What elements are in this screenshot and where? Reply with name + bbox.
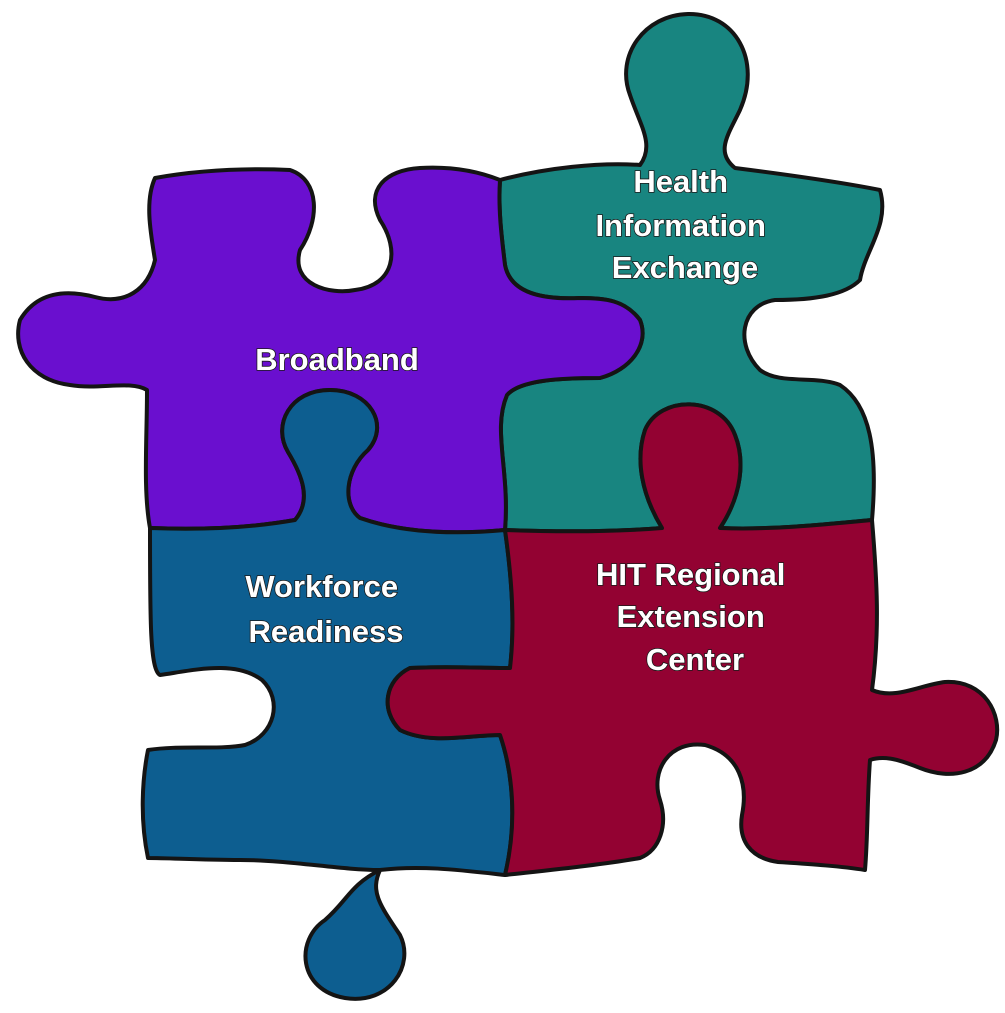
- label-health-information-exchange: Health Information Exchange: [595, 164, 774, 285]
- label-workforce-line-1: Workforce: [245, 569, 398, 604]
- label-hit-line-3: Center: [646, 642, 744, 677]
- label-broadband: Broadband: [255, 342, 419, 377]
- label-hit-line-1: HIT Regional: [596, 557, 785, 592]
- label-health-line-2: Information: [595, 208, 766, 243]
- label-health-line-3: Exchange: [612, 250, 758, 285]
- piece-workforce-readiness: [140, 388, 515, 1001]
- label-hit-regional-extension-center: HIT Regional Extension Center: [596, 557, 794, 677]
- piece-hit-regional-extension-center: [385, 402, 1000, 877]
- label-workforce-readiness: Workforce Readiness: [245, 569, 406, 649]
- label-health-line-1: Health: [633, 164, 728, 199]
- label-broadband-line-1: Broadband: [255, 342, 419, 377]
- label-hit-line-2: Extension: [617, 599, 765, 634]
- label-workforce-line-2: Readiness: [248, 614, 403, 649]
